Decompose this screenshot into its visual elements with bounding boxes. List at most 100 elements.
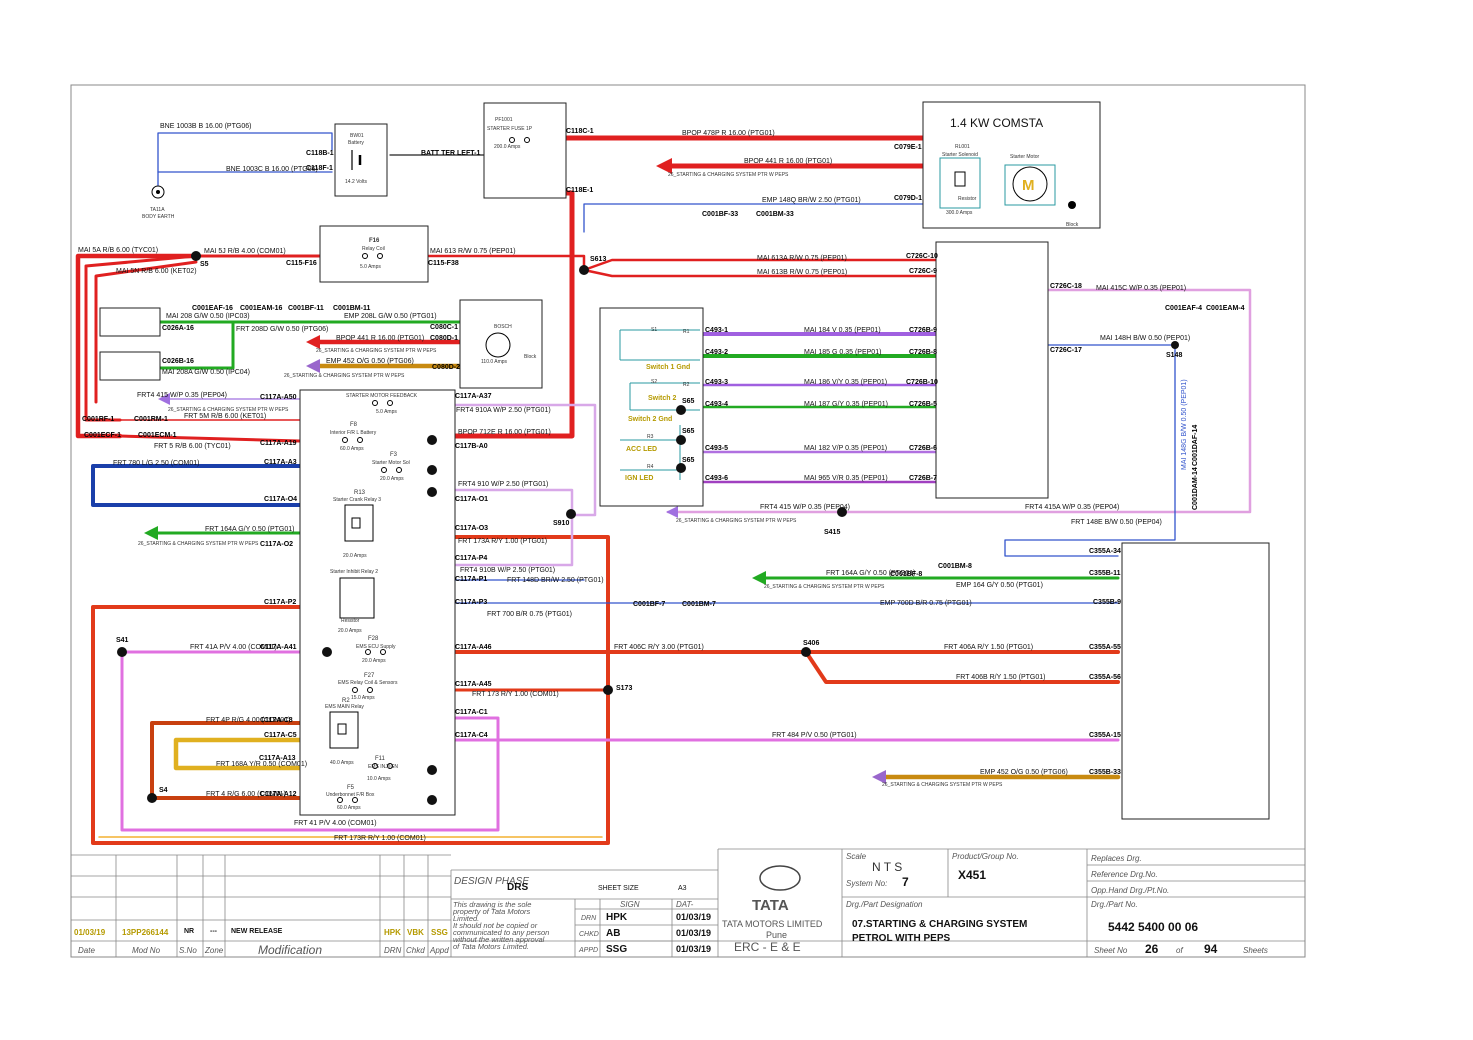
svg-text:C117A-C4: C117A-C4: [455, 732, 488, 739]
svg-text:C355A-55: C355A-55: [1089, 644, 1121, 651]
svg-text:FRT 41 P/V 4.00 (COM01: FRT 41 P/V 4.00 (COM01): [294, 820, 377, 827]
wire-mai-5n: [84, 254, 198, 422]
fuse-f16[interactable]: F16 Relay Coil 5.0 Amps: [319, 225, 429, 283]
svg-text:Switch 2 Gnd: Switch 2 Gnd: [628, 416, 672, 423]
svg-text:C001DAF-14: C001DAF-14: [1192, 425, 1199, 466]
svg-text:C001BF-11: C001BF-11: [288, 305, 324, 312]
svg-text:FRT 168A Y/R 0.50 (COM: FRT 168A Y/R 0.50 (COM01): [216, 761, 307, 768]
wire-mai-613b: [582, 268, 938, 278]
svg-text:C117A-A12: C117A-A12: [260, 791, 297, 798]
wire-frt4-910a: [453, 403, 597, 517]
svg-text:S65: S65: [682, 428, 695, 435]
svg-text:BPOP 478P R 16.00 (P: BPOP 478P R 16.00 (PTG01): [682, 130, 775, 137]
svg-text:C493-5: C493-5: [705, 445, 728, 452]
svg-text:MAI 148G B/W 0.50 (PEP: MAI 148G B/W 0.50 (PEP01): [1181, 379, 1188, 470]
svg-text:EMP 148Q BR/W 2.50: EMP 148Q BR/W 2.50 (PTG01): [762, 197, 861, 204]
svg-text:C001RM-1: C001RM-1: [134, 416, 168, 423]
wire-mai-415c: [666, 288, 1252, 514]
svg-text:AB: AB: [606, 928, 620, 939]
svg-text:60.0 Amps: 60.0 Amps: [337, 805, 361, 811]
svg-text:A3: A3: [678, 885, 687, 892]
wire-frt-4p: [150, 721, 302, 800]
svg-text:C493-4: C493-4: [705, 401, 728, 408]
svg-text:C117A-A13: C117A-A13: [259, 755, 296, 762]
wire-mai-5a: [75, 253, 199, 439]
svg-text:C726B-8: C726B-8: [909, 349, 937, 356]
svg-text:Appd: Appd: [429, 946, 449, 955]
arrow-frt4-415-low: [666, 506, 678, 518]
svg-text:Opp.Hand Drg./Pt.No.: Opp.Hand Drg./Pt.No.: [1091, 886, 1169, 895]
svg-text:FRT 4 R/G 6.00 (COM: FRT 4 R/G 6.00 (COM01): [206, 791, 286, 798]
alternator[interactable]: BOSCH 110.0 Amps Block: [459, 299, 543, 389]
arrow-bpop-441-b: [306, 335, 320, 349]
svg-text:C493-1: C493-1: [705, 327, 728, 334]
svg-text:F5: F5: [347, 785, 355, 791]
comsta-starter[interactable]: 1.4 KW COMSTA RL001 Starter Solenoid Res…: [922, 101, 1101, 229]
svg-text:5442 5400 00 06: 5442 5400 00 06: [1108, 920, 1198, 934]
svg-text:C001ECM-1: C001ECM-1: [138, 432, 177, 439]
svg-text:System No:: System No:: [846, 879, 887, 888]
svg-text:C355A-15: C355A-15: [1089, 732, 1121, 739]
svg-text:MAI 185 G 0.35 (PEP01): MAI 185 G 0.35 (PEP01): [804, 349, 881, 356]
module-pep[interactable]: [935, 241, 1049, 499]
svg-text:C001BM-7: C001BM-7: [682, 601, 716, 608]
module-ipc-a: [99, 307, 161, 337]
battery[interactable]: BW01 Battery 14.2 Volts: [334, 123, 388, 197]
module-ems[interactable]: [1121, 542, 1270, 820]
title-block: DESIGN PHASE DRS SHEET SIZE A3 SIGN DAT-…: [71, 848, 1305, 957]
svg-text:FRT 406B R/Y 1.50 (PTG: FRT 406B R/Y 1.50 (PTG01): [956, 674, 1046, 681]
svg-text:FRT 164A G/Y 0.50 (PTG: FRT 164A G/Y 0.50 (PTG01): [826, 570, 916, 577]
svg-text:C117A-P2: C117A-P2: [264, 599, 296, 606]
svg-text:10.0 Amps: 10.0 Amps: [367, 776, 391, 782]
fuse-relay-box[interactable]: STARTER MOTOR FEEDBACK 5.0 Amps F8 Inter…: [299, 389, 456, 816]
svg-text:communicated to any person: communicated to any person: [453, 928, 549, 937]
wire-mai-208: [158, 320, 235, 370]
svg-text:EMP 208L G/W 0.50 (: EMP 208L G/W 0.50 (PTG01): [344, 313, 437, 320]
svg-text:C001RF-1: C001RF-1: [82, 416, 114, 423]
svg-text:300.0 Amps: 300.0 Amps: [946, 210, 973, 216]
svg-text:40.0 Amps: 40.0 Amps: [330, 760, 354, 766]
svg-text:FRT 5M R/B 6.00 (KET01: FRT 5M R/B 6.00 (KET01): [184, 413, 266, 420]
svg-text:Underbonnet F/R Box: Underbonnet F/R Box: [326, 792, 375, 798]
svg-text:20.0 Amps: 20.0 Amps: [338, 628, 362, 634]
svg-text:C355B-11: C355B-11: [1089, 570, 1121, 577]
svg-text:C001BF-8: C001BF-8: [890, 571, 922, 578]
svg-text:C726C-9: C726C-9: [909, 268, 937, 275]
svg-text:FRT 148D BR/W 2.50 (PT: FRT 148D BR/W 2.50 (PTG01): [507, 577, 604, 584]
svg-text:STARTER MOTOR FEEDBACK: STARTER MOTOR FEEDBACK: [346, 393, 418, 399]
svg-text:S4: S4: [159, 787, 168, 794]
svg-text:C118C-1: C118C-1: [566, 128, 594, 135]
svg-text:HPK: HPK: [384, 928, 401, 937]
starter-fuse[interactable]: PF1001 STARTER FUSE 1P 200.0 Amps: [483, 102, 567, 199]
svg-text:C079D-1: C079D-1: [894, 195, 922, 202]
svg-text:C726B-9: C726B-9: [909, 327, 937, 334]
wire-frt-173a: [91, 535, 610, 845]
svg-text:14.2 Volts: 14.2 Volts: [345, 179, 367, 185]
svg-text:HPK: HPK: [606, 912, 628, 923]
svg-text:M: M: [1022, 177, 1035, 194]
svg-text:C726B-6: C726B-6: [909, 445, 937, 452]
svg-text:60.0 Amps: 60.0 Amps: [340, 446, 364, 452]
svg-text:26_STARTING & CHARGING SYSTEM: 26_STARTING & CHARGING SYSTEM PTR W PEPS: [668, 172, 789, 178]
svg-text:EMP 700D B/R 0.75 (PTG: EMP 700D B/R 0.75 (PTG01): [880, 600, 972, 607]
switch-panel[interactable]: S1 R1 Switch 1 Gnd S2 R2 Switch 2 Switch…: [599, 307, 704, 507]
svg-text:C117A-A19: C117A-A19: [260, 440, 297, 447]
svg-text:Pune: Pune: [766, 930, 787, 940]
svg-text:This drawing is the sole: This drawing is the sole: [453, 900, 531, 909]
arrow-bpop-441: [656, 158, 672, 174]
svg-text:Switch 2: Switch 2: [648, 395, 677, 402]
svg-text:S2: S2: [651, 379, 657, 385]
svg-text:FRT 406C R/Y 3.00 (: FRT 406C R/Y 3.00 (PTG01): [614, 644, 704, 651]
svg-text:C726C-17: C726C-17: [1050, 347, 1082, 354]
arrow-frt4-415: [158, 393, 170, 405]
svg-text:property of Tata Motors: property of Tata Motors: [452, 907, 531, 916]
svg-text:FRT4 910A W/P 2.50 (: FRT4 910A W/P 2.50 (PTG01): [456, 407, 551, 414]
svg-text:1.4 KW COMSTA: 1.4 KW COMSTA: [950, 116, 1043, 130]
svg-text:Switch 1 Gnd: Switch 1 Gnd: [646, 364, 690, 371]
svg-text:5.0 Amps: 5.0 Amps: [360, 264, 381, 270]
svg-text:01/03/19: 01/03/19: [676, 944, 711, 954]
svg-text:F16: F16: [369, 238, 380, 244]
svg-text:C355B-9: C355B-9: [1093, 599, 1121, 606]
svg-text:S173: S173: [616, 685, 632, 692]
